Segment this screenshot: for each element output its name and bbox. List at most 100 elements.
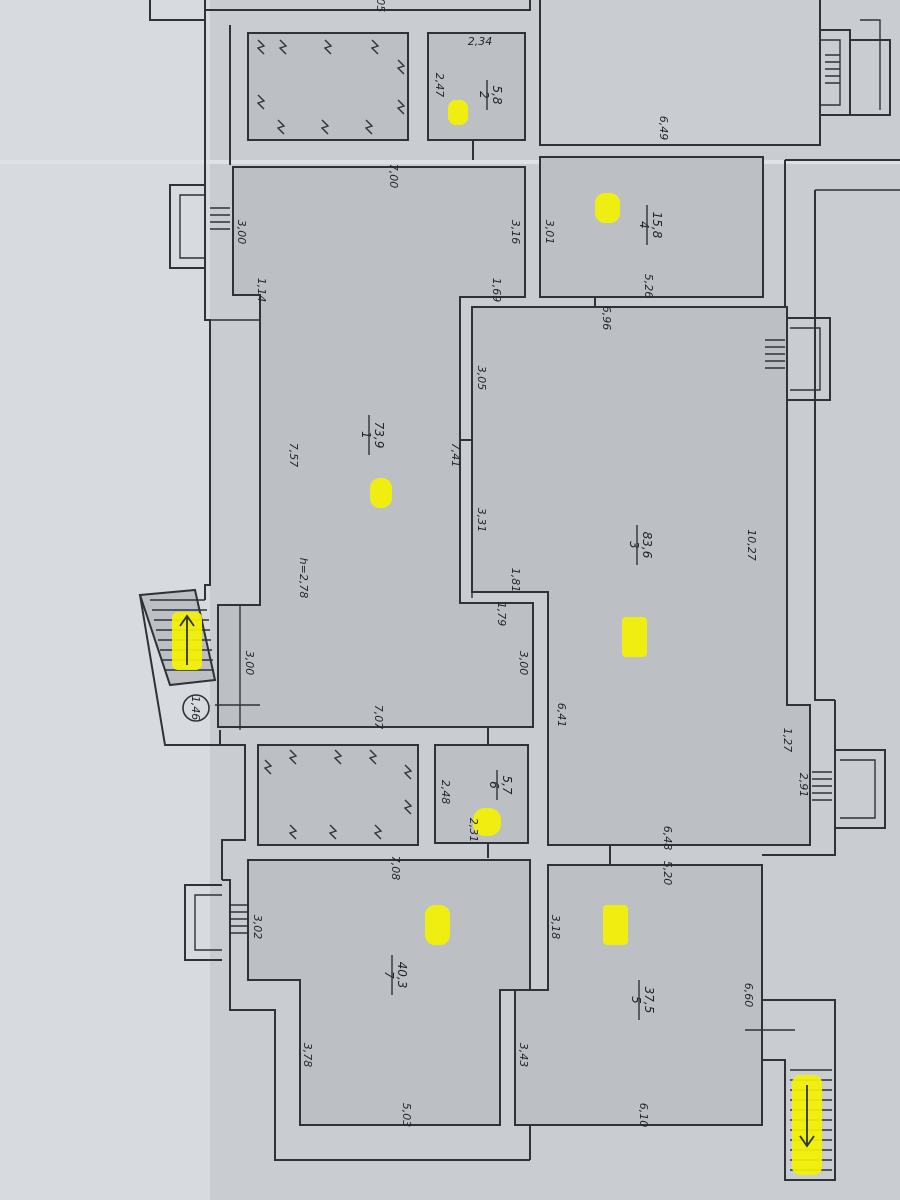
room-7-highlight (425, 905, 450, 945)
ventilation-shaft-top (247, 32, 409, 141)
dim-7-41: 7,41 (449, 443, 462, 468)
room-2-label: 2 5,8 (477, 80, 504, 110)
room-2 (427, 32, 526, 141)
room-2-highlight (448, 100, 468, 125)
level-marker: 1,46 (189, 696, 202, 721)
room-6-label: 6 5,7 (487, 770, 514, 800)
stair-left-outer-wall (139, 594, 220, 746)
porch-top-wall (850, 39, 891, 116)
top-right-room-wall (539, 0, 821, 146)
shaft-hatch-bottom (263, 749, 413, 840)
room-3-label: 3 83,6 (627, 525, 654, 565)
dim-3-01: 3,01 (543, 220, 556, 245)
dim-3-78: 3,78 (301, 1043, 314, 1068)
porch-top-inner (820, 39, 841, 106)
stair-right-outer (762, 999, 836, 1181)
dim-1-79: 1,79 (495, 602, 508, 627)
dim-6-41: 6,41 (555, 703, 568, 728)
dim-3-31: 3,31 (475, 508, 488, 533)
porch-right-mid-outer (787, 317, 831, 401)
room-1-area: 73,9 (372, 422, 386, 449)
room-5-label: 5 37,5 (629, 980, 656, 1020)
dim-1-14: 1,14 (255, 278, 268, 303)
room-5-highlight (603, 905, 628, 945)
dim-6-96: 6,96 (600, 306, 613, 331)
room-2-number: 2 (477, 91, 491, 99)
dim-7-57: 7,57 (287, 443, 300, 468)
top-left-corner-wall (149, 0, 205, 21)
porch-left-steps (210, 207, 230, 230)
porch-left-inner (179, 194, 205, 259)
room-5-area: 37,5 (642, 987, 656, 1014)
dim-1-27: 1,27 (781, 728, 794, 753)
ventilation-shaft-bottom (257, 744, 419, 846)
room-7-label: 7 40,3 (382, 955, 409, 995)
dim-1-81: 1,81 (509, 568, 522, 593)
dim-2-48: 2,48 (439, 780, 452, 805)
porch-right-low-outer (835, 749, 886, 829)
dim-1-69: 1,69 (490, 278, 503, 303)
dim-5-26: 5,26 (642, 274, 655, 299)
room-4-area: 15,8 (650, 212, 664, 239)
dim-5-03: 5,03 (400, 1103, 413, 1128)
room-4-highlight (595, 193, 620, 223)
dim-h-2-78: h=2,78 (297, 558, 310, 599)
dim-3-16: 3,16 (509, 220, 522, 245)
right-outer-wall (814, 190, 835, 701)
room-1 (217, 166, 534, 728)
dim-2-47: 2,47 (433, 73, 446, 98)
porch-top-rail (860, 19, 881, 110)
room-7-outer-wall (222, 879, 530, 1161)
dim-3-00-left: 3,00 (243, 651, 256, 676)
room-4-label: 4 15,8 (637, 205, 664, 245)
dim-3-00-top: 3,00 (235, 220, 248, 245)
top-partial-room-wall (204, 0, 531, 11)
room-4-number: 4 (637, 221, 651, 229)
porch-right-low-inner (840, 759, 876, 819)
left-wall-lower (219, 730, 246, 880)
room-5-number: 5 (629, 996, 643, 1004)
porch-right-low-steps (812, 771, 832, 801)
dim-7-07: 7,07 (372, 705, 385, 730)
room-4 (539, 156, 764, 298)
room-3-area: 83,6 (640, 532, 654, 559)
dim-7-05: 7,05 (374, 0, 387, 12)
dim-6-60: 6,60 (742, 983, 755, 1008)
room-6-area: 5,7 (500, 775, 514, 794)
porch-left-bottom-inner (194, 894, 222, 951)
room-7 (247, 859, 531, 1126)
dim-7-00: 7,00 (387, 164, 400, 189)
dim-6-48: 6,48 (661, 826, 674, 851)
shaft-hatch-top (256, 39, 406, 135)
porch-top-outer (820, 29, 851, 116)
room-1-number: 1 (359, 431, 373, 439)
room-1-label: 1 73,9 (359, 415, 386, 455)
room-7-area: 40,3 (395, 962, 409, 989)
dim-10-27: 10,27 (745, 529, 758, 561)
dim-3-18: 3,18 (549, 915, 562, 940)
dim-6-10: 6,10 (637, 1103, 650, 1128)
dim-5-20: 5,20 (661, 861, 674, 886)
room-7-number: 7 (382, 971, 396, 979)
dim-3-00-mid: 3,00 (517, 651, 530, 676)
paper-fold (0, 160, 900, 164)
level-marker-circle (182, 694, 210, 722)
porch-left-outer (169, 184, 205, 269)
dim-6-49: 6,49 (657, 116, 670, 141)
dim-3-05: 3,05 (475, 366, 488, 391)
dim-2-34: 2,34 (468, 35, 493, 48)
room-3-number: 3 (627, 541, 641, 549)
porch-right-mid-steps (765, 339, 785, 369)
room-2-area: 5,8 (490, 85, 504, 104)
dim-3-43: 3,43 (517, 1043, 530, 1068)
room-1-highlight (370, 478, 392, 508)
room-6-highlight (473, 808, 501, 836)
right-lower-wall (762, 700, 836, 856)
dim-3-02: 3,02 (251, 915, 264, 940)
porch-left-bottom-steps (230, 904, 248, 934)
dim-2-31: 2,31 (467, 818, 480, 843)
porch-left-bottom-outer (184, 884, 222, 961)
room-3-highlight (622, 617, 647, 657)
room-6-number: 6 (487, 781, 501, 789)
